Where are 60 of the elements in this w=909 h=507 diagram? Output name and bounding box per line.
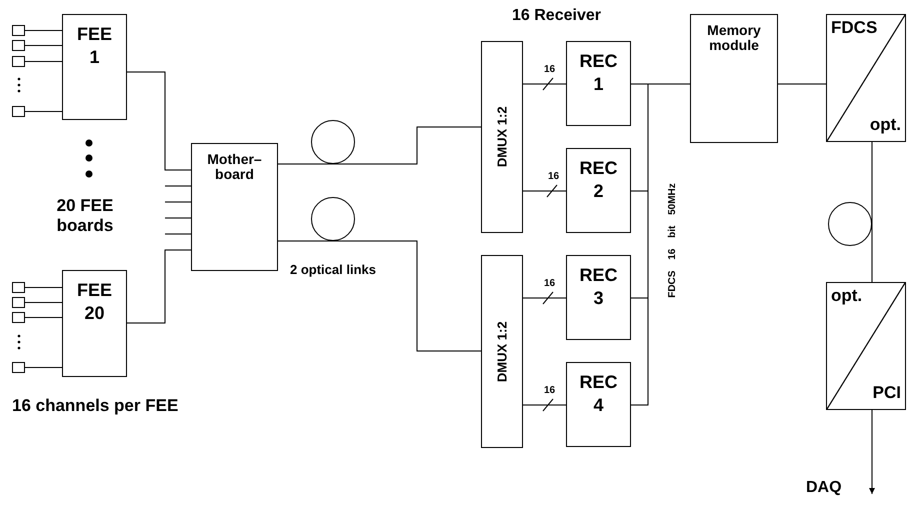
- block-label: REC 2: [578, 157, 618, 202]
- connector-line: [24, 45, 62, 46]
- edge-label: 16: [543, 386, 556, 396]
- block-label: REC 4: [578, 371, 618, 416]
- arrow: [869, 410, 875, 494]
- block-label: DMUX 1:2: [493, 321, 510, 382]
- block-label: opt.: [831, 287, 862, 304]
- converter-box: [826, 14, 906, 142]
- text-label: 2 optical links: [290, 262, 376, 278]
- block-box: [690, 14, 778, 143]
- connector-line: [126, 72, 192, 170]
- block-label: REC 3: [578, 264, 618, 309]
- block-label: Memory module: [706, 23, 762, 54]
- block-box: [566, 41, 631, 126]
- input-channel-square: [12, 297, 25, 308]
- connector-line: [24, 111, 62, 112]
- connector-line: [522, 404, 566, 406]
- block-box: [566, 148, 631, 233]
- input-channel-square: [12, 282, 25, 293]
- input-channel-square: [12, 312, 25, 323]
- input-channel-square: [12, 106, 25, 117]
- connector-line: [126, 250, 192, 324]
- connector-line: [24, 30, 62, 31]
- connector-line: [332, 126, 482, 164]
- edge-label: 16: [547, 172, 560, 182]
- text-label: 20 FEE boards: [56, 196, 114, 237]
- edge-label: 16: [543, 65, 556, 75]
- converter-box: [826, 282, 906, 410]
- connector-line: [24, 367, 62, 368]
- input-channel-square: [12, 25, 25, 36]
- block-box: [481, 255, 523, 448]
- block-box: [481, 41, 523, 233]
- block-label: Mother– board: [206, 152, 263, 183]
- input-channel-square: [12, 362, 25, 373]
- connector-line: [278, 240, 334, 242]
- connector-line: [522, 190, 566, 192]
- text-label: 16 Receiver: [512, 6, 601, 26]
- block-label: FEE 1: [76, 23, 113, 68]
- text-label: 16 channels per FEE: [12, 396, 178, 416]
- connector-line: [24, 302, 62, 303]
- text-label: DAQ: [806, 478, 842, 498]
- block-box: [62, 270, 127, 377]
- block-box: [62, 14, 127, 120]
- block-label: FDCS: [831, 19, 878, 36]
- block-label: DMUX 1:2: [493, 106, 510, 168]
- block-box: [566, 362, 631, 447]
- input-channel-square: [12, 56, 25, 67]
- input-channel-square: [12, 40, 25, 51]
- block-label: PCI: [872, 384, 901, 401]
- connector-line: [332, 240, 482, 352]
- bus-label: FDCS 16 bit 50MHz: [666, 182, 678, 298]
- connector-line: [24, 287, 62, 288]
- block-label: REC 1: [578, 50, 618, 95]
- connector-line: [24, 317, 62, 318]
- block-label: FEE 20: [76, 279, 113, 324]
- block-box: [566, 255, 631, 340]
- block-label: opt.: [870, 116, 901, 133]
- block-box: [191, 143, 278, 271]
- connector-line: [24, 61, 62, 62]
- edge-label: 16: [543, 279, 556, 289]
